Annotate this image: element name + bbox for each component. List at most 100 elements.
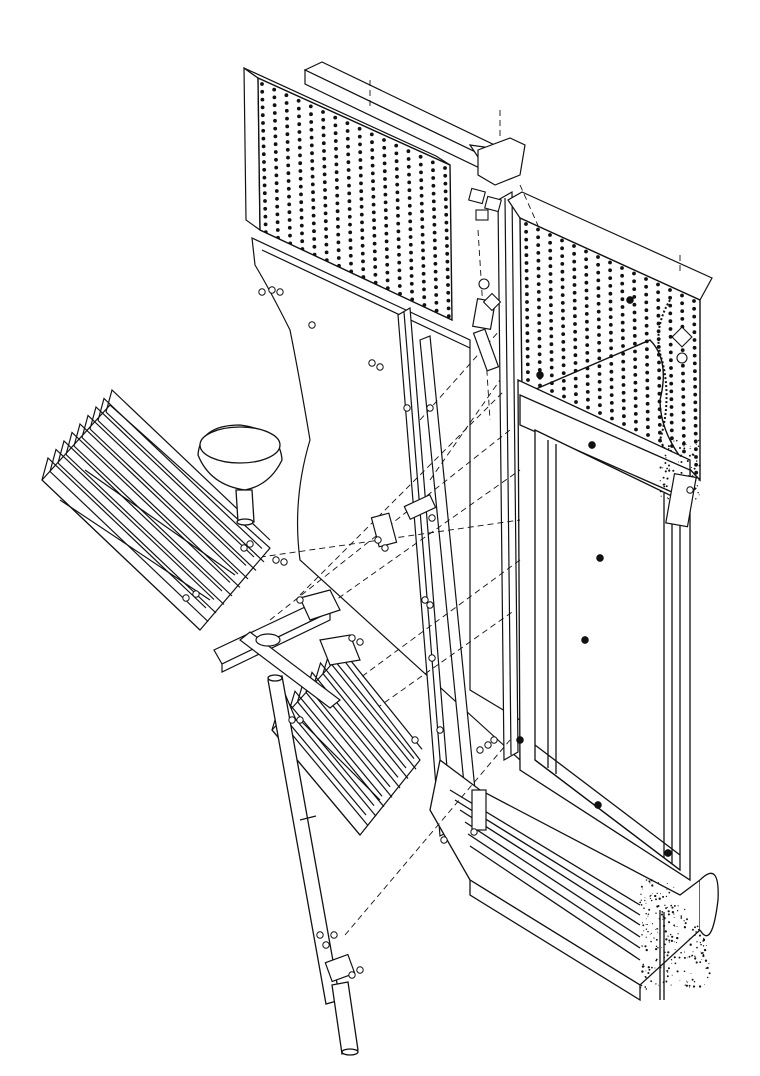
perforation-hole: [693, 392, 698, 397]
perforation-hole: [525, 307, 529, 312]
stipple-dot: [643, 907, 645, 909]
perforation-hole: [573, 384, 578, 389]
stipple-dot: [694, 934, 696, 936]
stipple-dot: [675, 439, 678, 442]
perforation-hole: [598, 411, 602, 415]
perforation-hole: [525, 323, 530, 328]
perforation-hole: [669, 381, 674, 386]
perforation-hole: [656, 313, 661, 318]
louvre-blade-edge: [41, 456, 207, 609]
perforation-hole: [536, 243, 541, 248]
stipple-dot: [673, 913, 675, 915]
perforation-hole: [681, 379, 685, 384]
louvre-blade-edge: [97, 397, 263, 549]
perforation-hole: [669, 373, 673, 378]
perforation-hole: [536, 274, 541, 279]
stipple-dot: [644, 897, 646, 899]
perforation-hole: [273, 150, 278, 154]
perforation-hole: [406, 149, 411, 154]
perforation-hole: [560, 246, 564, 251]
stipple-dot: [660, 495, 662, 497]
perforation-hole: [561, 363, 566, 368]
stipple-dot: [705, 944, 707, 947]
perforation-hole: [383, 208, 388, 213]
perforation-hole: [263, 199, 267, 203]
louvre-blade: [280, 720, 369, 826]
stipple-dot: [689, 987, 690, 989]
perforation-hole: [311, 190, 315, 195]
stipple-dot: [666, 954, 669, 957]
perforation-hole: [668, 311, 673, 316]
perforation-hole: [275, 220, 280, 225]
stipple-dot: [642, 963, 645, 966]
stipple-dot: [678, 956, 681, 959]
perforation-hole: [322, 164, 327, 169]
stipple-dot: [655, 945, 658, 948]
perforation-hole: [260, 113, 265, 118]
perforation-hole: [536, 235, 540, 240]
perforation-hole: [287, 194, 291, 199]
stipple-dot: [640, 893, 642, 895]
perforation-hole: [334, 154, 339, 159]
stipple-dot: [681, 454, 683, 456]
stipple-dot: [703, 948, 707, 952]
perforation-hole: [609, 385, 614, 390]
frame-bolt: [516, 736, 524, 744]
perforation-hole: [596, 278, 601, 283]
louvre-blade: [65, 454, 225, 605]
perforation-hole: [298, 176, 303, 181]
stipple-dot: [677, 905, 679, 907]
perforation-hole: [645, 347, 649, 352]
perforation-hole: [609, 393, 614, 397]
perforation-hole: [275, 228, 280, 232]
perforation-hole: [360, 236, 365, 240]
perforation-hole: [408, 211, 412, 216]
perforation-hole: [274, 157, 278, 162]
perforation-hole: [394, 167, 399, 171]
stipple-dot: [696, 941, 698, 943]
louvre-blade-upper: [41, 388, 271, 631]
perforation-hole: [346, 175, 351, 180]
perforation-hole: [609, 338, 613, 343]
stipple-dot: [694, 955, 696, 957]
perforation-hole: [573, 314, 577, 319]
stipple-dot: [678, 446, 682, 450]
perforation-hole: [584, 273, 589, 277]
perforation-hole: [610, 408, 614, 413]
perforation-hole: [645, 417, 650, 422]
stipple-dot: [680, 917, 683, 919]
perforation-hole: [422, 287, 426, 292]
perforation-hole: [420, 217, 425, 222]
stipple-dot: [668, 939, 671, 942]
perforation-hole: [373, 280, 378, 285]
stipple-dot: [665, 457, 667, 459]
perforation-hole: [397, 252, 401, 257]
perforation-hole: [407, 203, 412, 208]
frame-bolt: [664, 849, 672, 857]
perforation-hole: [309, 127, 314, 132]
stipple-dot: [695, 955, 697, 957]
perforation-hole: [370, 163, 375, 168]
perforation-hole: [597, 348, 602, 353]
perforation-hole: [694, 462, 698, 467]
perforation-hole: [323, 219, 328, 224]
stipple-dot: [680, 915, 683, 917]
stipple-dot: [671, 974, 673, 976]
stipple-dot: [641, 970, 644, 973]
perforation-hole: [407, 180, 412, 185]
perforation-hole: [633, 341, 637, 346]
perforation-hole: [444, 236, 449, 241]
perforation-hole: [644, 308, 649, 313]
perforation-hole: [596, 317, 601, 322]
perforation-hole: [668, 342, 673, 347]
perforation-hole: [274, 173, 279, 178]
perforation-hole: [444, 228, 449, 233]
perforation-hole: [597, 325, 601, 330]
perforation-hole: [272, 95, 277, 100]
perforation-hole: [346, 160, 351, 165]
stipple-dot: [666, 883, 668, 884]
perforation-hole: [286, 186, 291, 191]
stipple-dot: [697, 928, 700, 931]
perforation-hole: [632, 318, 637, 323]
stipple-dot: [662, 467, 664, 469]
